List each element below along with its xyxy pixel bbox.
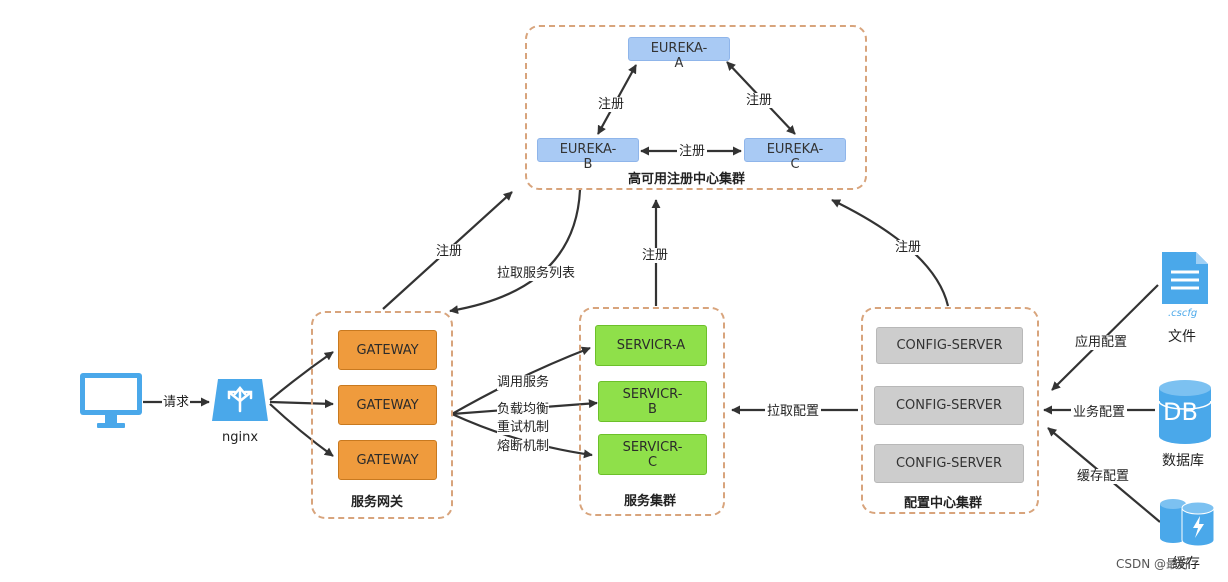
client-monitor-icon [79, 372, 143, 432]
service-cluster-title: 服务集群 [624, 494, 677, 509]
gateway-node-3[interactable]: GATEWAY [338, 440, 437, 480]
file-icon [1158, 250, 1212, 308]
service-c-node[interactable]: SERVICR- C [598, 434, 707, 475]
gateway-node-2-label: GATEWAY [356, 397, 419, 413]
eureka-b-node[interactable]: EUREKA- B [537, 138, 639, 172]
eureka-cluster [525, 25, 867, 190]
edge-config-register [831, 199, 950, 307]
file-extension-label: .cscfg [1168, 308, 1198, 319]
cache-icon [1158, 496, 1216, 547]
edge-label-pull-config: 拉取配置 [765, 404, 822, 419]
edge-nginx-gateway-2 [269, 399, 334, 409]
service-b-label: SERVICR- B [622, 386, 683, 417]
service-b-node[interactable]: SERVICR- B [598, 381, 707, 422]
gateway-node-2[interactable]: GATEWAY [338, 385, 437, 425]
edge-label-gateway-register: 注册 [436, 244, 463, 259]
eureka-c-label: EUREKA- C [766, 142, 824, 172]
edge-label-eureka-a-b: 注册 [598, 97, 625, 112]
edge-label-business-config: 业务配置 [1071, 405, 1128, 420]
service-a-node[interactable]: SERVICR-A [595, 325, 707, 366]
config-server-node-3-label: CONFIG-SERVER [895, 456, 1003, 471]
edge-label-retry: 重试机制 [497, 420, 550, 435]
service-a-label: SERVICR-A [616, 338, 686, 353]
edge-label-service-register: 注册 [642, 248, 669, 263]
eureka-b-label: EUREKA- B [559, 142, 617, 172]
edge-label-pull-service-list: 拉取服务列表 [497, 266, 576, 281]
edge-label-invoke-service: 调用服务 [497, 375, 550, 390]
service-c-label: SERVICR- C [622, 439, 683, 470]
config-cluster-title: 配置中心集群 [904, 496, 983, 511]
nginx-load-balancer-icon [210, 377, 270, 423]
edge-label-config-register: 注册 [895, 240, 922, 255]
nginx-label: nginx [222, 430, 259, 445]
edge-label-eureka-a-c: 注册 [746, 93, 773, 108]
eureka-cluster-title: 高可用注册中心集群 [628, 172, 746, 187]
edge-label-request: 请求 [162, 395, 191, 410]
edge-pull-service-list [449, 189, 582, 315]
file-label: 文件 [1168, 329, 1196, 345]
config-server-node-1[interactable]: CONFIG-SERVER [876, 327, 1023, 364]
edge-label-load-balance: 负载均衡 [497, 402, 550, 417]
database-icon [1157, 378, 1213, 446]
edge-label-cache-config: 缓存配置 [1077, 469, 1130, 484]
config-server-node-2-label: CONFIG-SERVER [895, 398, 1003, 413]
config-server-node-2[interactable]: CONFIG-SERVER [874, 386, 1024, 425]
eureka-a-node[interactable]: EUREKA- A [628, 37, 730, 71]
watermark: CSDN @最好 [1116, 557, 1191, 571]
database-icon-text: DB [1163, 398, 1198, 426]
edge-label-app-config: 应用配置 [1075, 335, 1128, 350]
gateway-cluster-title: 服务网关 [351, 495, 404, 510]
edge-nginx-gateway-3 [269, 403, 334, 457]
config-server-node-3[interactable]: CONFIG-SERVER [874, 444, 1024, 483]
gateway-node-1-label: GATEWAY [356, 342, 419, 358]
service-cluster [579, 307, 725, 516]
eureka-a-label: EUREKA- A [650, 41, 708, 71]
eureka-c-node[interactable]: EUREKA- C [744, 138, 846, 172]
config-server-node-1-label: CONFIG-SERVER [896, 338, 1003, 353]
database-label: 数据库 [1162, 453, 1204, 469]
edge-label-eureka-b-c: 注册 [677, 144, 708, 159]
gateway-node-1[interactable]: GATEWAY [338, 330, 437, 370]
config-cluster [861, 307, 1039, 514]
cache-label: 缓存 [1172, 556, 1200, 572]
edge-label-circuit-breaker: 熔断机制 [497, 439, 550, 454]
edge-nginx-gateway-1 [269, 351, 334, 401]
gateway-cluster [311, 311, 453, 519]
gateway-node-3-label: GATEWAY [356, 452, 419, 468]
